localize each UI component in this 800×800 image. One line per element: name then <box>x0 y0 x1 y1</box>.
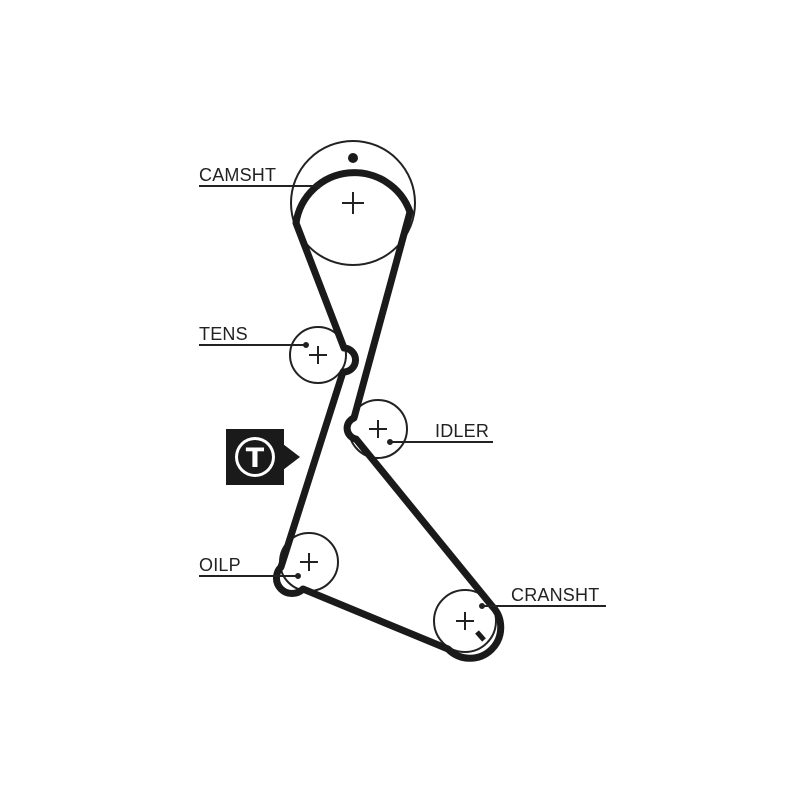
tensioner-center-mark <box>309 346 327 364</box>
tensioner-label: TENS <box>199 324 248 344</box>
idler-leader <box>387 439 493 445</box>
crankshaft-pulley <box>433 589 497 653</box>
crankshaft-center-mark <box>456 612 474 630</box>
crankshaft-leader <box>479 603 606 609</box>
tension-badge: T <box>226 429 300 485</box>
camshaft-timing-mark <box>348 153 358 163</box>
camshaft-pulley <box>290 140 416 266</box>
camshaft-leader <box>199 183 321 189</box>
tensioner-pulley <box>289 326 347 384</box>
oil-pump-center-mark <box>300 553 318 571</box>
oil-pump-leader <box>199 573 301 579</box>
timing-belt <box>272 169 505 662</box>
oil-pump-label: OILP <box>199 555 241 575</box>
idler-center-mark <box>369 420 387 438</box>
idler-label: IDLER <box>435 421 489 441</box>
tension-badge-letter: T <box>246 443 265 474</box>
camshaft-center-mark <box>342 192 364 214</box>
crankshaft-label: CRANSHT <box>511 585 599 605</box>
tensioner-leader <box>199 342 309 348</box>
crankshaft-timing-mark <box>475 630 486 642</box>
camshaft-label: CAMSHT <box>199 165 276 185</box>
